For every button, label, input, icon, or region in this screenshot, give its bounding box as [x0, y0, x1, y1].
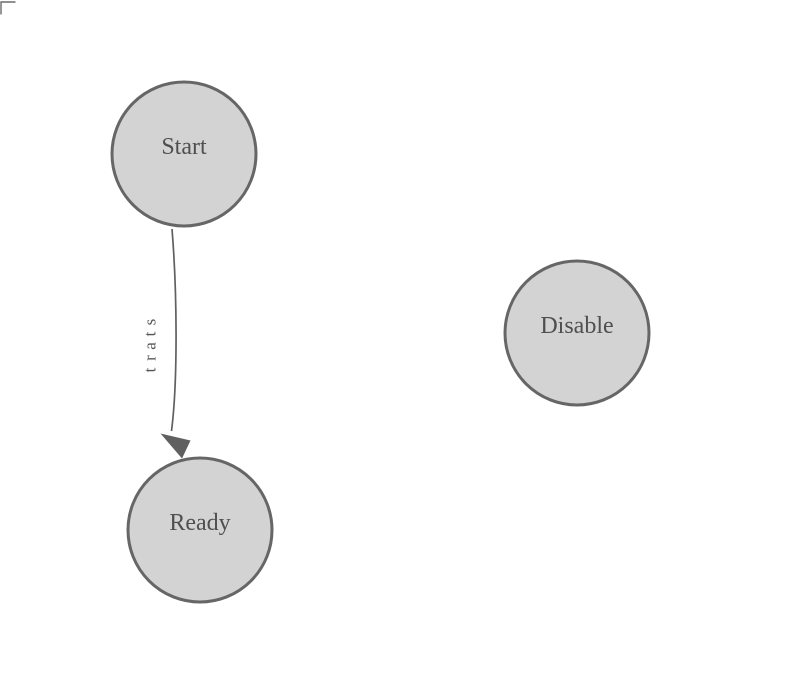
state-node-disable[interactable]: Disable: [503, 259, 651, 407]
transition-path: [170, 228, 177, 432]
arrowhead-icon: [160, 433, 191, 459]
state-circle: [503, 259, 651, 407]
canvas-corner-mark: [0, 1, 16, 15]
svg-text:s: s: [141, 319, 160, 326]
state-label: Disable: [540, 313, 613, 339]
svg-text:t: t: [141, 367, 160, 372]
svg-text:a: a: [141, 342, 160, 350]
svg-text:t: t: [141, 331, 160, 336]
state-circle: [126, 456, 274, 604]
state-circle: [110, 80, 258, 228]
svg-text:r: r: [141, 355, 160, 361]
state-node-ready[interactable]: Ready: [126, 456, 274, 604]
state-label: Start: [161, 134, 207, 160]
state-label: Ready: [169, 510, 230, 536]
state-node-start[interactable]: Start: [110, 80, 258, 228]
